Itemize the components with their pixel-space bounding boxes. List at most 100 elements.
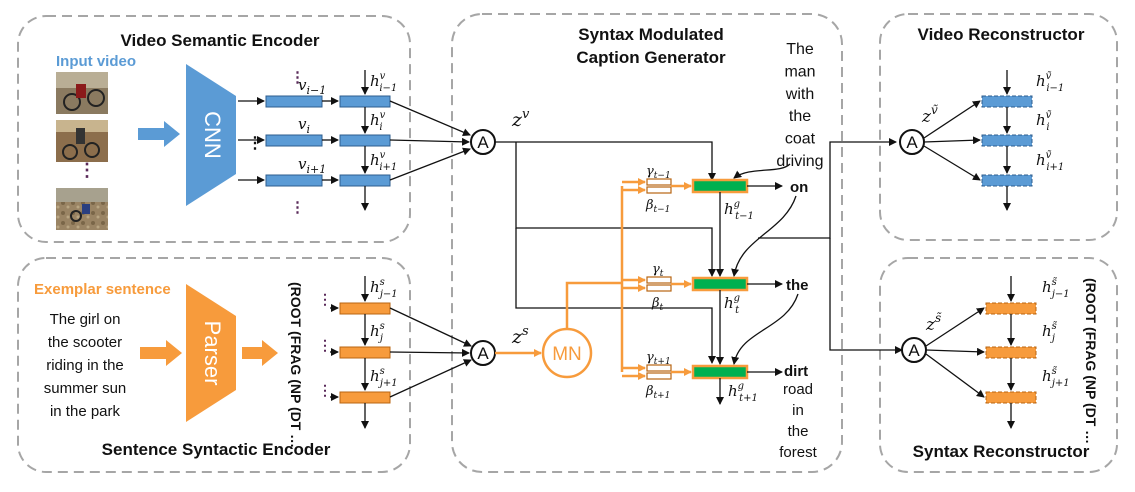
hv-to-attention-arrow xyxy=(389,137,470,146)
attention-node-label: A xyxy=(906,133,918,152)
v-feature-box xyxy=(265,174,323,187)
caption-top-lines-line: the xyxy=(789,108,811,125)
sr-attention-arrow xyxy=(925,307,985,347)
video-encoder-panel xyxy=(17,15,411,243)
vr-attention-arrow xyxy=(923,100,981,139)
zv-line xyxy=(495,141,716,181)
sr-hidden-box xyxy=(985,346,1037,359)
word-feedback-arrow xyxy=(731,293,799,365)
exemplar-lines-line: summer sun xyxy=(44,380,127,397)
frame-ellipsis: ⋮ xyxy=(78,160,96,180)
exemplar-sentence-label: Exemplar sentence xyxy=(34,281,171,298)
hs-tilde-label: hs̃j xyxy=(1042,321,1057,344)
parser-to-tree-arrow xyxy=(242,340,278,366)
vr-hidden-box xyxy=(981,95,1033,108)
v-feature-box xyxy=(265,95,323,108)
zv-line xyxy=(515,142,716,277)
hv-hidden-box xyxy=(339,134,391,147)
s-ellipsis: ⋮ xyxy=(318,382,332,398)
video-encoder-title: Video Semantic Encoder xyxy=(120,31,319,50)
hs-hidden-box xyxy=(339,391,391,404)
syntax-encoder-title: Sentence Syntactic Encoder xyxy=(102,440,331,459)
caption-top-lines-line: The xyxy=(786,41,814,58)
vr-attention-arrow xyxy=(923,136,981,145)
video-frame-3 xyxy=(56,188,108,230)
hv-to-attention-arrow xyxy=(389,147,471,181)
caption-bottom-lines-line: in xyxy=(792,402,804,419)
hv-hidden-box xyxy=(339,95,391,108)
word-feedback-arrow xyxy=(731,195,797,277)
caption-top-lines-line: man xyxy=(784,63,815,80)
s-ellipsis: ⋮ xyxy=(318,337,332,353)
beta-label: βt−1 xyxy=(645,198,670,215)
video-frame-1 xyxy=(56,72,108,114)
v-label: vi xyxy=(298,115,310,136)
gamma-beta-block xyxy=(646,364,672,380)
gamma-beta-block xyxy=(646,276,672,292)
caption-bottom-lines-line: road xyxy=(783,381,813,398)
zv-line xyxy=(515,228,716,364)
sentence-to-parser-arrow xyxy=(140,340,182,366)
attention-node-label: A xyxy=(908,341,920,360)
beta-label: βt+1 xyxy=(645,384,670,401)
hv-to-attention-arrow xyxy=(389,100,471,136)
cnn-block xyxy=(186,64,236,206)
generator-cell xyxy=(691,276,749,292)
gamma-beta-block xyxy=(646,178,672,194)
exemplar-lines-line: riding in the xyxy=(46,357,124,374)
output-word: dirt xyxy=(784,363,808,380)
beta-label: βt xyxy=(651,296,664,313)
word-feedback-arrow xyxy=(733,163,791,179)
cnn-label: CNN xyxy=(200,111,225,159)
video-to-cnn-arrow xyxy=(138,121,180,147)
sr-hidden-box xyxy=(985,391,1037,404)
vr-hidden-box xyxy=(981,134,1033,147)
attention-node-label: A xyxy=(477,133,489,152)
video-reconstructor-panel xyxy=(879,13,1118,241)
caption-top-lines-line: with xyxy=(785,86,814,103)
parse-tree-text: (ROOT (FRAG (NP (DT … xyxy=(288,282,304,448)
hs-to-attention-arrow xyxy=(389,359,472,398)
hs-tilde-label: hs̃j−1 xyxy=(1042,277,1070,300)
output-word: on xyxy=(790,179,808,196)
generator-title-line1: Syntax Modulated xyxy=(578,25,723,44)
encoder-ellipsis-left: ⋮ xyxy=(247,135,263,152)
syntax-reconstructor-panel xyxy=(879,257,1118,473)
generator-to-reconstructors-line xyxy=(829,238,903,354)
syntax-reconstructor-title: Syntax Reconstructor xyxy=(913,442,1090,461)
video-frame-2 xyxy=(56,120,108,162)
caption-bottom-lines-line: forest xyxy=(779,444,817,461)
sr-attention-arrow xyxy=(925,353,985,398)
mn-to-modulation-line xyxy=(565,281,622,329)
gamma-label: γt−1 xyxy=(646,164,671,181)
hs-hidden-box xyxy=(339,346,391,359)
gamma-label: γt xyxy=(652,262,664,279)
generator-to-reconstructors-line xyxy=(758,138,897,239)
exemplar-lines-line: in the park xyxy=(50,403,121,420)
parser-block xyxy=(186,284,236,422)
exemplar-lines-line: The girl on xyxy=(50,311,121,328)
zv-label: zv xyxy=(511,107,530,131)
sr-hidden-box xyxy=(985,302,1037,315)
sr-attention-arrow xyxy=(925,347,985,356)
hs-to-attention-arrow xyxy=(389,348,470,357)
caption-top-lines-line: driving xyxy=(776,153,823,170)
s-ellipsis: ⋮ xyxy=(318,291,332,307)
parser-label: Parser xyxy=(200,321,225,386)
attention-node-label: A xyxy=(477,344,489,363)
mn-label: MN xyxy=(552,344,582,365)
v-ellipsis-bottom: ⋮ xyxy=(290,199,305,216)
generator-cell xyxy=(691,178,749,194)
caption-top-lines-line: coat xyxy=(785,131,816,148)
hv-hidden-box xyxy=(339,174,391,187)
